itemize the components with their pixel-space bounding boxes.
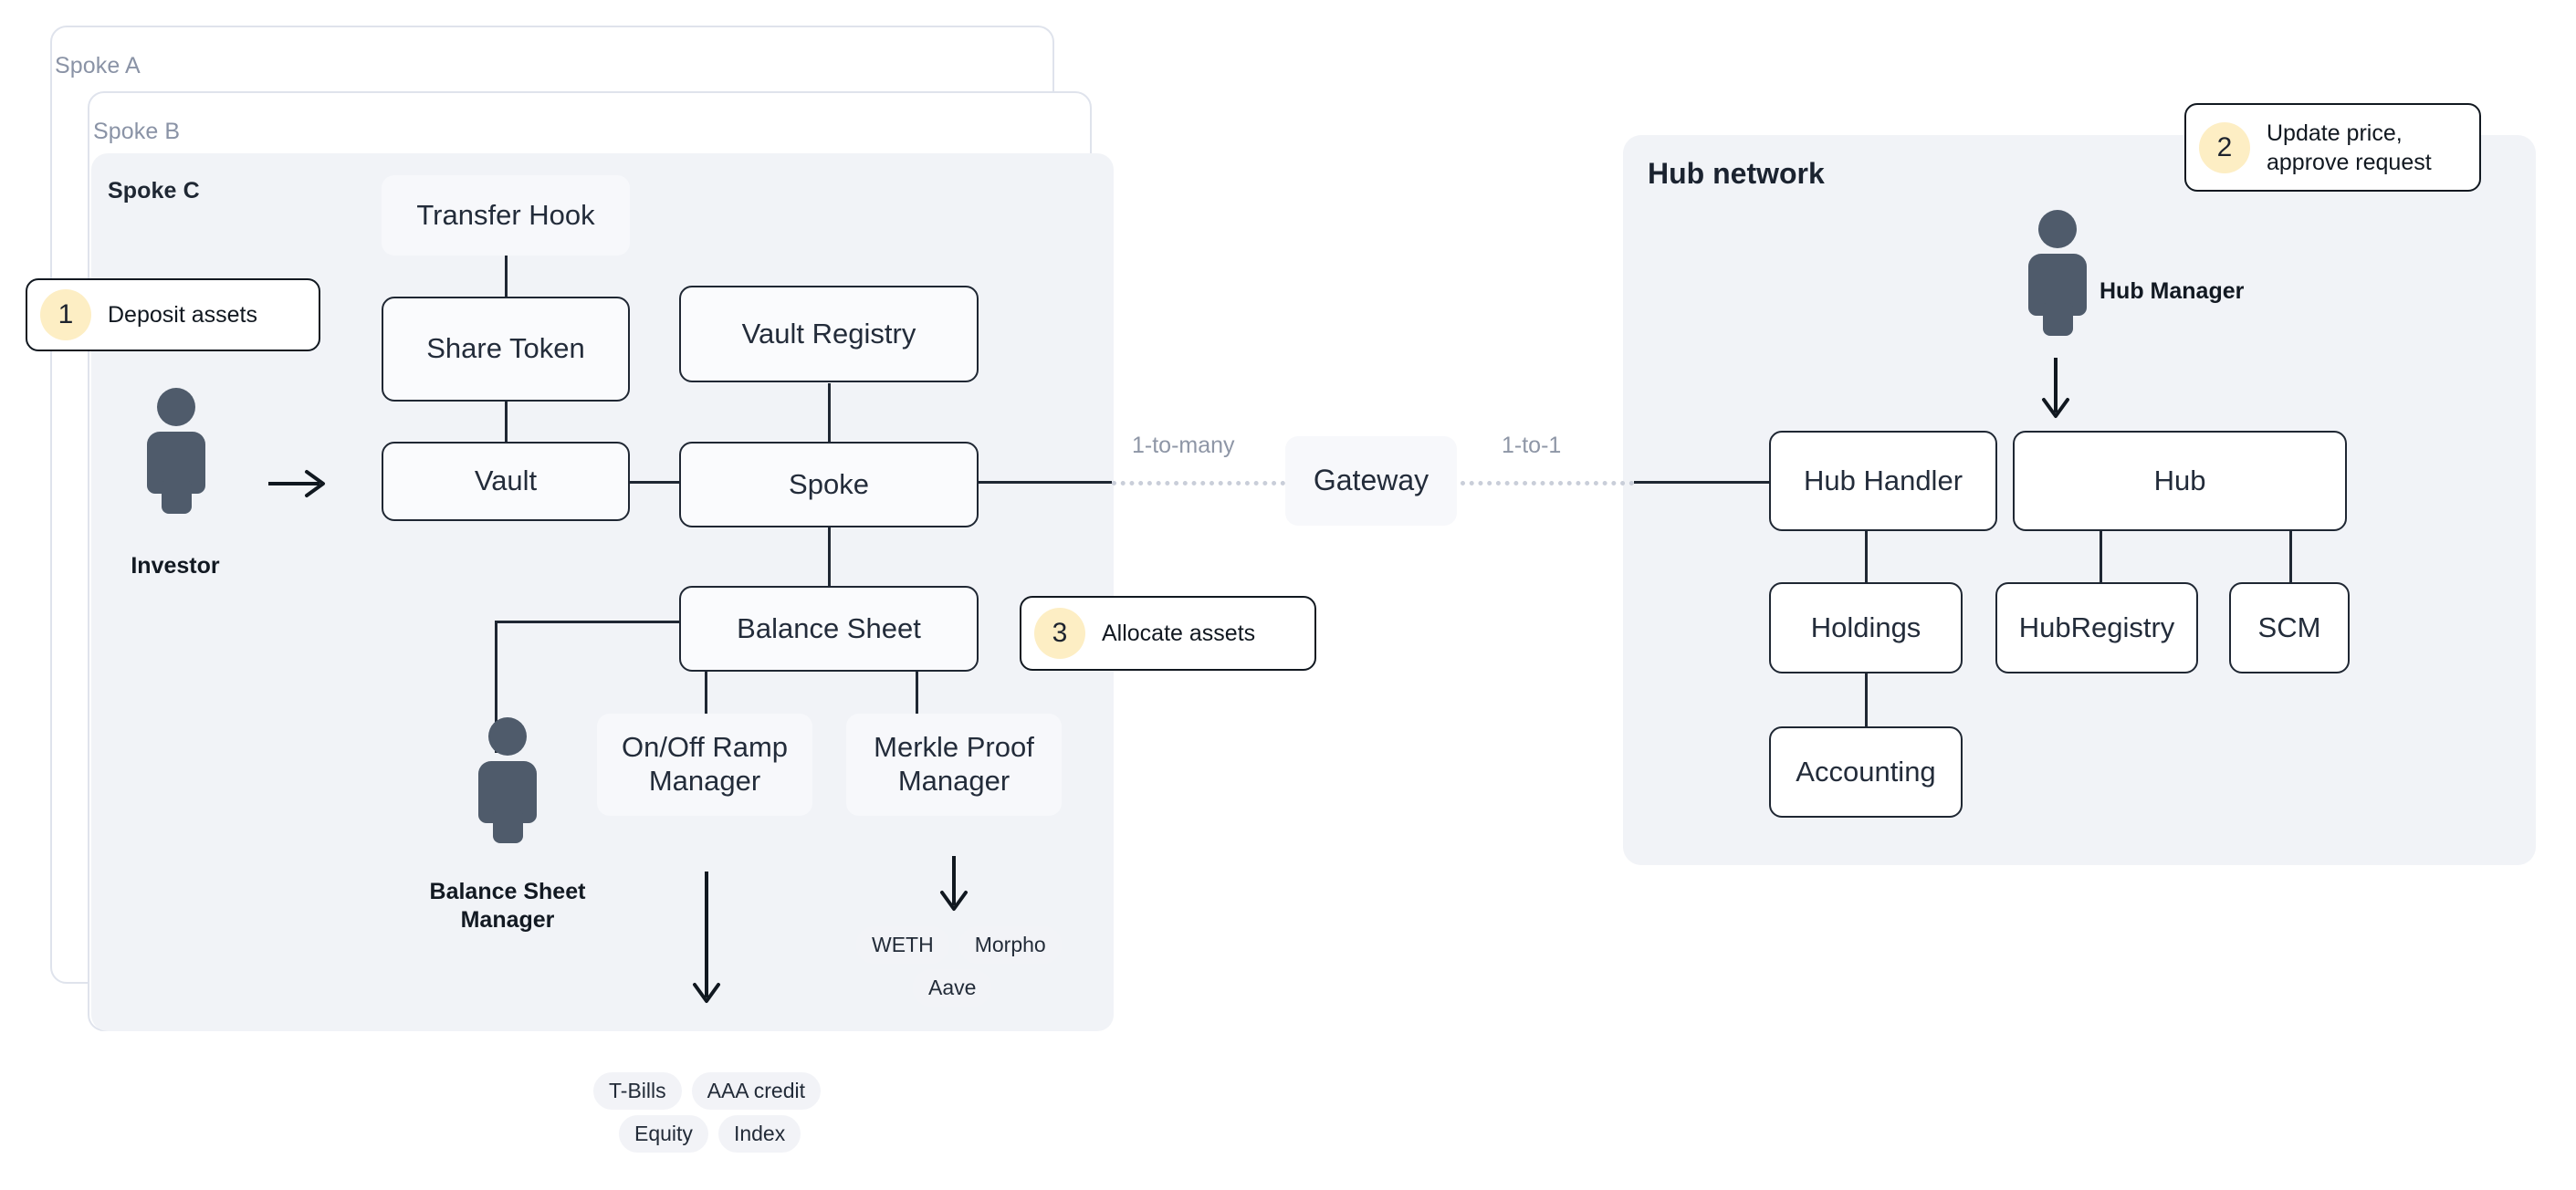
investor-label: Investor	[131, 553, 220, 579]
hub-manager-avatar	[2023, 210, 2090, 336]
node-scm[interactable]: SCM	[2229, 582, 2350, 673]
connector-hub-hubregistry	[2100, 531, 2102, 582]
arrow-onofframp-to-assets	[693, 872, 720, 1003]
node-hub-handler[interactable]: Hub Handler	[1769, 431, 1997, 531]
gateway-relation-right: 1-to-1	[1502, 433, 1562, 458]
connector-transferhook-sharetoken	[505, 256, 508, 297]
investor-legs-icon	[162, 481, 192, 514]
node-gateway[interactable]: Gateway	[1285, 436, 1457, 526]
node-accounting[interactable]: Accounting	[1769, 726, 1963, 818]
connector-balancesheet-elbow-vertical	[495, 621, 497, 753]
hub-manager-head-icon	[2038, 210, 2077, 248]
investor-head-icon	[157, 388, 195, 426]
connector-gateway-hubhandler	[1634, 481, 1769, 484]
node-onoff-ramp-manager[interactable]: On/Off Ramp Manager	[597, 714, 812, 816]
node-vault-registry[interactable]: Vault Registry	[679, 286, 979, 382]
asset-chip-row-1: T-Bills AAA credit	[593, 1072, 822, 1110]
node-share-token[interactable]: Share Token	[382, 297, 630, 402]
gateway-relation-left: 1-to-many	[1132, 433, 1235, 458]
callout-2-update-price[interactable]: 2 Update price, approve request	[2184, 103, 2481, 192]
chip-aaa-credit[interactable]: AAA credit	[691, 1072, 822, 1110]
connector-holdings-accounting	[1865, 673, 1868, 726]
chip-equity[interactable]: Equity	[619, 1115, 708, 1153]
asset-chip-row-2: Equity Index	[619, 1115, 801, 1153]
callout-2-text: Update price, approve request	[2267, 120, 2432, 175]
node-holdings[interactable]: Holdings	[1769, 582, 1963, 673]
hub-manager-label: Hub Manager	[2100, 278, 2245, 304]
connector-spoke-gateway	[979, 481, 1112, 484]
callout-2-number: 2	[2199, 121, 2250, 173]
connector-balancesheet-onofframp	[705, 672, 707, 714]
connector-vaultregistry-spoke	[828, 383, 831, 442]
spoke-b-label: Spoke B	[93, 119, 181, 144]
callout-3-allocate-assets[interactable]: 3 Allocate assets	[1020, 596, 1316, 671]
gateway-dotted-line-left	[1112, 481, 1285, 485]
arrow-hubmanager-to-hubhandler	[2042, 358, 2069, 418]
arrow-merkle-to-protocols	[940, 856, 968, 911]
chip-aave[interactable]: Aave	[913, 969, 992, 1007]
balance-sheet-manager-label: Balance Sheet Manager	[429, 879, 586, 933]
connector-balancesheet-elbow-horizontal	[495, 621, 679, 623]
balance-sheet-manager-legs-icon	[493, 810, 523, 843]
callout-1-deposit-assets[interactable]: 1 Deposit assets	[26, 278, 320, 351]
connector-hub-scm	[2289, 531, 2292, 582]
connector-balancesheet-merkle	[916, 672, 918, 714]
connector-sharetoken-vault	[505, 402, 508, 442]
node-balance-sheet[interactable]: Balance Sheet	[679, 586, 979, 672]
balance-sheet-manager-head-icon	[488, 717, 527, 756]
node-transfer-hook[interactable]: Transfer Hook	[382, 175, 630, 256]
balance-sheet-manager-avatar	[473, 717, 540, 843]
connector-hubhandler-holdings	[1865, 531, 1868, 582]
hub-network-title: Hub network	[1648, 157, 1825, 190]
connector-vault-spoke	[630, 481, 679, 484]
node-hub-registry[interactable]: HubRegistry	[1995, 582, 2198, 673]
callout-3-number: 3	[1034, 608, 1085, 659]
chip-weth[interactable]: WETH	[856, 926, 949, 964]
node-hub[interactable]: Hub	[2013, 431, 2347, 531]
protocol-chip-row-2: Aave	[913, 969, 992, 1007]
node-spoke[interactable]: Spoke	[679, 442, 979, 527]
protocol-chip-row-1: WETH Morpho	[856, 926, 1062, 964]
chip-morpho[interactable]: Morpho	[958, 926, 1062, 964]
callout-1-number: 1	[40, 289, 91, 340]
gateway-dotted-line-right	[1461, 481, 1634, 485]
chip-index[interactable]: Index	[717, 1115, 801, 1153]
investor-avatar	[141, 388, 209, 514]
node-vault[interactable]: Vault	[382, 442, 630, 521]
spoke-a-label: Spoke A	[55, 53, 141, 78]
callout-1-text: Deposit assets	[108, 302, 257, 328]
connector-spoke-balancesheet	[828, 527, 831, 586]
arrow-investor-to-vault	[268, 470, 325, 497]
node-merkle-proof-manager[interactable]: Merkle Proof Manager	[846, 714, 1062, 816]
spoke-c-label: Spoke C	[108, 178, 200, 204]
chip-tbills[interactable]: T-Bills	[593, 1072, 682, 1110]
hub-manager-legs-icon	[2043, 303, 2073, 336]
callout-3-text: Allocate assets	[1102, 621, 1256, 646]
